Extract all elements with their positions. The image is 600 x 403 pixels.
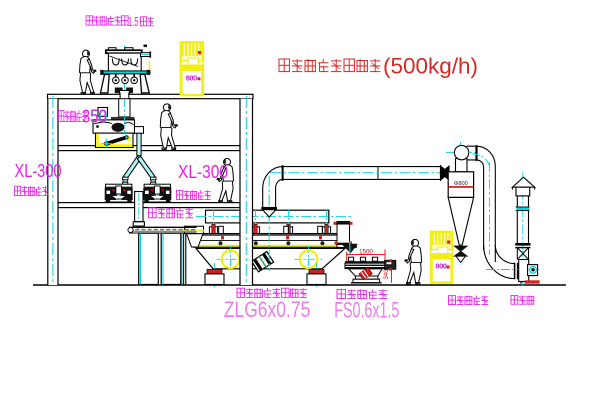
svg-text:800: 800: [435, 262, 446, 271]
svg-text:FS0.6x1.5: FS0.6x1.5: [334, 298, 399, 323]
svg-text:1500: 1500: [359, 249, 373, 256]
svg-text:800: 800: [186, 74, 197, 83]
svg-text:XL-300: XL-300: [15, 161, 62, 181]
svg-text:(500kg/h): (500kg/h): [383, 54, 478, 79]
svg-text:50: 50: [91, 107, 108, 127]
svg-text:340: 340: [383, 269, 390, 280]
svg-text:XL-300: XL-300: [178, 162, 228, 182]
svg-text:Φ800: Φ800: [454, 181, 468, 187]
svg-text:ZLG6x0.75: ZLG6x0.75: [224, 297, 310, 322]
svg-text:1.5: 1.5: [128, 14, 139, 29]
svg-text:350: 350: [82, 106, 107, 126]
